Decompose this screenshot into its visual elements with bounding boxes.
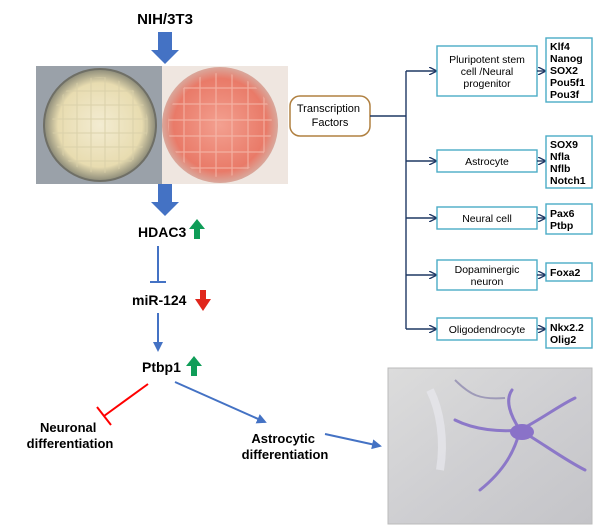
gene-label: SOX9 — [550, 139, 578, 151]
ptbp1-label: Ptbp1 — [142, 359, 181, 375]
gene-label: Nflb — [550, 163, 570, 175]
green-up-arrow-icon — [186, 356, 202, 376]
transcription-factors-box: Transcription Factors — [289, 95, 371, 137]
gene-label: Pou5f1 — [550, 77, 585, 89]
cell-type-label: cell /Neural — [461, 66, 514, 78]
culture-photo — [36, 66, 288, 184]
cell-type-label: Astrocyte — [465, 156, 509, 168]
gene-label: Pou3f — [550, 89, 580, 101]
arrow-to-astrocytic — [174, 381, 267, 424]
inhibition-to-neuronal — [96, 383, 149, 426]
cell-type-label: Dopaminergic — [455, 264, 520, 276]
cell-type-box — [436, 259, 538, 291]
gene-label: Olig2 — [550, 334, 576, 346]
cell-type-label: Oligodendrocyte — [449, 324, 526, 336]
gene-label: Klf4 — [550, 41, 570, 53]
gene-label: Notch1 — [550, 175, 586, 187]
arrow-to-micrograph — [324, 433, 382, 450]
gene-label: Ptbp — [550, 220, 573, 232]
astrocyte-micrograph — [387, 367, 593, 525]
mir124-label: miR-124 — [132, 292, 187, 308]
gene-label: Nanog — [550, 53, 583, 65]
green-up-arrow-icon — [189, 219, 205, 239]
gene-label: Nfla — [550, 151, 570, 163]
cell-type-label: neuron — [471, 276, 504, 288]
gene-label: Pax6 — [550, 208, 575, 220]
cell-type-label: progenitor — [463, 78, 511, 90]
red-down-arrow-icon — [195, 290, 211, 311]
gene-box — [545, 203, 593, 235]
gene-label: Nkx2.2 — [550, 322, 584, 334]
astrocytic-differentiation-label: Astrocytic differentiation — [242, 431, 329, 462]
arrow-to-cultures — [151, 32, 179, 64]
svg-text:Transcription Factors: Transcription Factors — [297, 103, 363, 129]
hdac3-label: HDAC3 — [138, 224, 186, 240]
inhibition-hdac3-mir124 — [150, 246, 166, 283]
gene-box — [545, 317, 593, 349]
cell-type-label: Pluripotent stem — [449, 54, 525, 66]
cell-type-label: Neural cell — [462, 213, 512, 225]
cell-type-box — [436, 45, 538, 97]
gene-label: Foxa2 — [550, 267, 581, 279]
gene-label: SOX2 — [550, 65, 578, 77]
gene-box — [545, 37, 593, 103]
cell-line-title: NIH/3T3 — [137, 11, 193, 28]
gene-box — [545, 262, 593, 282]
arrow-to-hdac3 — [151, 184, 179, 216]
neuronal-differentiation-label: Neuronal differentiation — [27, 420, 114, 451]
gene-box — [545, 135, 593, 189]
